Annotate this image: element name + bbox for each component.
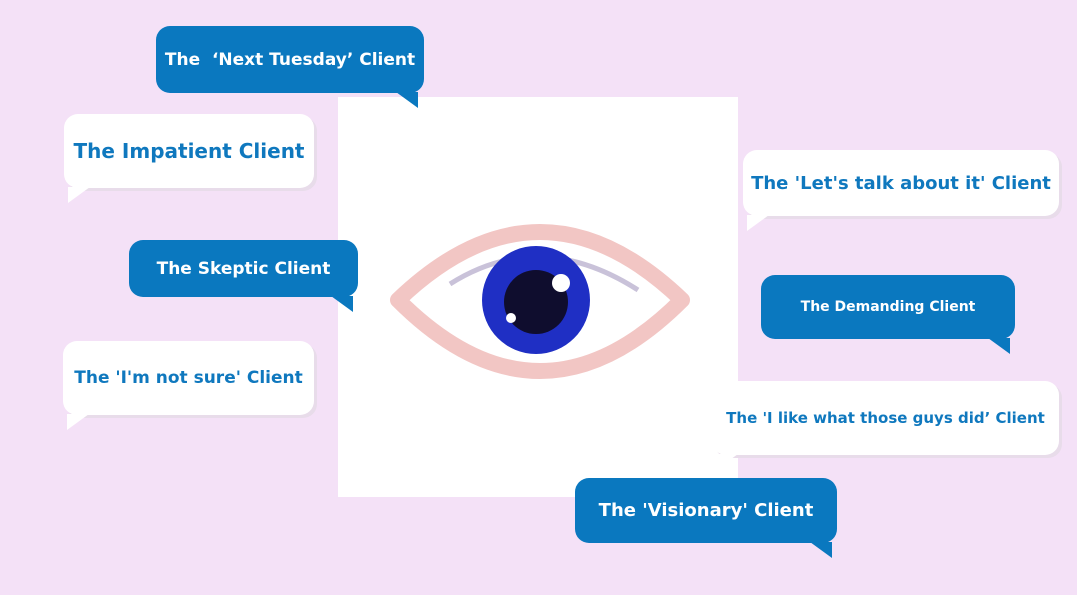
bubble-tail (68, 187, 90, 203)
bubble-next-tuesday-client: The ‘Next Tuesday’ Client (156, 26, 424, 93)
bubble-label: The Impatient Client (73, 139, 305, 163)
eye-highlight-large (552, 274, 570, 292)
bubble-label: The 'Let's talk about it' Client (751, 172, 1051, 194)
eye-outline (390, 224, 690, 379)
bubble-visionary-client: The 'Visionary' Client (575, 478, 837, 543)
bubble-tail (67, 414, 89, 430)
bubble-tail (716, 454, 738, 470)
bubble-tail (988, 338, 1010, 354)
bubble-demanding-client: The Demanding Client (761, 275, 1015, 339)
bubble-label: The Skeptic Client (156, 258, 331, 279)
pupil (504, 270, 568, 334)
bubble-label: The Demanding Client (800, 299, 976, 315)
bubble-label: The 'I'm not sure' Client (74, 368, 303, 388)
bubble-impatient-client: The Impatient Client (64, 114, 314, 188)
bubble-not-sure-client: The 'I'm not sure' Client (63, 341, 314, 415)
bubble-tail (331, 296, 353, 312)
bubble-tail (810, 542, 832, 558)
eye-highlight-small (506, 313, 516, 323)
eye-illustration (390, 224, 690, 379)
bubble-label: The 'Visionary' Client (598, 500, 814, 521)
bubble-tail (747, 215, 769, 231)
bubble-label: The 'I like what those guys did’ Client (726, 409, 1045, 427)
bubble-skeptic-client: The Skeptic Client (129, 240, 358, 297)
bubble-lets-talk-client: The 'Let's talk about it' Client (743, 150, 1059, 216)
bubble-those-guys-client: The 'I like what those guys did’ Client (712, 381, 1059, 455)
bubble-label: The ‘Next Tuesday’ Client (164, 49, 416, 70)
bubble-tail (396, 92, 418, 108)
